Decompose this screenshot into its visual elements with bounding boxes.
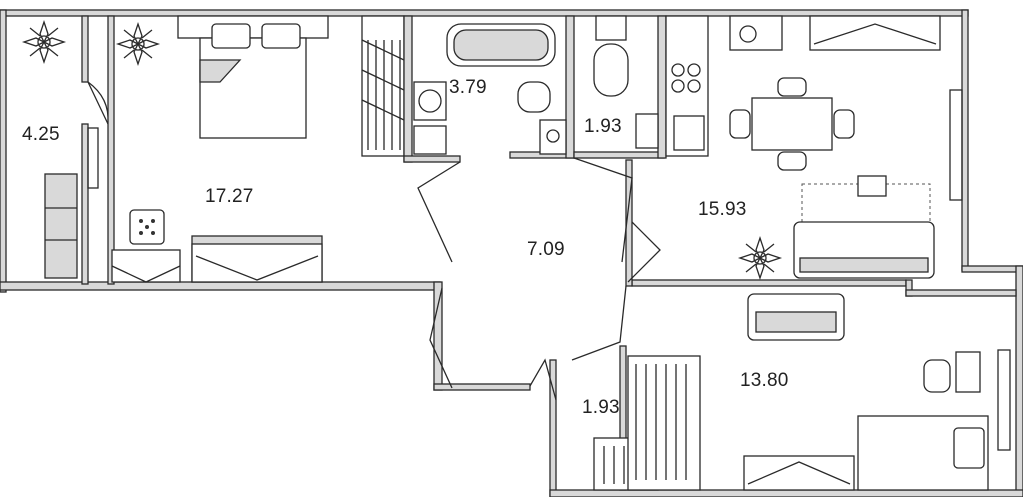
balcony-bench [44, 173, 78, 279]
chair-icon [777, 151, 807, 171]
pillow-icon [261, 23, 301, 49]
bedroom-door [429, 287, 453, 389]
burner-icon [671, 63, 685, 77]
pillow-icon [211, 23, 251, 49]
room-area-bedroom: 17.27 [205, 186, 254, 207]
pillow-icon [953, 427, 985, 469]
bath-bottom-wall [403, 155, 461, 163]
wardrobe-inner [191, 243, 323, 283]
left-wall [0, 9, 7, 293]
blanket-fold [199, 59, 242, 83]
washer-icon [739, 25, 757, 43]
room-area-balcony: 4.25 [22, 124, 60, 145]
wardrobe-lines [635, 364, 687, 480]
bottom-wall [549, 489, 1023, 497]
window [949, 89, 963, 201]
burner-icon [687, 63, 701, 77]
hall-bottom-wall [433, 383, 531, 391]
kitchen-sink-icon [673, 115, 705, 151]
drawers-mark [747, 461, 851, 485]
wardrobe-mark [195, 255, 319, 281]
room2-area [627, 293, 1011, 491]
bedroom-left-wall [107, 15, 115, 285]
room-area-kitchen-living: 15.93 [698, 199, 747, 220]
balcony-wall-bottom [81, 123, 89, 285]
sink-drain [546, 129, 560, 143]
closet-left-wall [549, 359, 557, 497]
room-area-toilet: 1.93 [584, 116, 622, 137]
room2-wardrobe [627, 355, 701, 491]
toilet-sink-icon [635, 113, 659, 149]
shelf-mark [813, 23, 937, 45]
bath-toilet-wall [565, 15, 575, 159]
dresser [111, 249, 181, 283]
room-area-closet: 1.93 [582, 397, 620, 418]
plant-icon [21, 19, 67, 65]
top-wall [0, 9, 969, 17]
room-area-hall: 7.09 [527, 239, 565, 260]
bed-mattress [199, 37, 307, 139]
window [997, 349, 1011, 451]
room2-top-wall [905, 289, 1017, 297]
closet-door [529, 358, 557, 401]
burner-icon [687, 79, 701, 93]
living-bottom-wall [631, 279, 907, 287]
bottom-left-wall [0, 281, 441, 291]
right-step [961, 265, 1023, 273]
living-door [627, 221, 661, 283]
plant-icon [115, 21, 161, 67]
room-area-bathroom: 3.79 [449, 77, 487, 98]
bidet-icon [517, 81, 551, 113]
chair-icon [729, 109, 751, 139]
closet-lines [367, 40, 401, 150]
toilet-bottom-wall [573, 151, 665, 159]
balcony-area [21, 15, 109, 285]
wardrobe-strip [361, 15, 413, 163]
balcony-door [87, 81, 109, 125]
toilet-right-wall [657, 15, 667, 159]
bedroom-area [107, 15, 329, 285]
shelf-lines [603, 446, 645, 484]
double-bed [177, 15, 329, 139]
office-chair-icon [923, 359, 951, 393]
sofa-seat [755, 311, 837, 333]
dresser-mark [111, 265, 181, 283]
chair-icon [777, 77, 807, 97]
desk-icon [955, 351, 981, 393]
closet-hangers [361, 39, 405, 121]
kitchen-area [665, 15, 963, 281]
room2-door [571, 285, 627, 361]
balcony-window [87, 127, 99, 189]
right-wall-lower [1015, 265, 1023, 497]
chest-of-drawers [743, 455, 855, 491]
laptop-icon [857, 175, 887, 197]
kitchen-shelf [809, 15, 941, 51]
bed-headboard [177, 15, 329, 39]
balcony-wall-top [81, 15, 89, 83]
sofa-seat [799, 257, 929, 273]
washer-drum [418, 89, 442, 113]
bath-door [417, 161, 461, 263]
hall-doors [417, 157, 661, 401]
bathroom-area [403, 15, 575, 163]
chair-icon [833, 109, 855, 139]
burner-icon [671, 79, 685, 93]
cabinet-icon [413, 125, 447, 155]
plant-icon [737, 235, 783, 281]
hall-left-wall [433, 281, 443, 391]
right-wall-upper [961, 9, 969, 271]
toilet-tank [595, 15, 627, 41]
bath-left-wall [403, 15, 413, 163]
dining-table-icon [751, 97, 833, 151]
toilet-door [573, 157, 633, 263]
bathtub-inner [453, 29, 549, 61]
toilet-icon [593, 43, 629, 97]
room-area-room-2: 13.80 [740, 370, 789, 391]
